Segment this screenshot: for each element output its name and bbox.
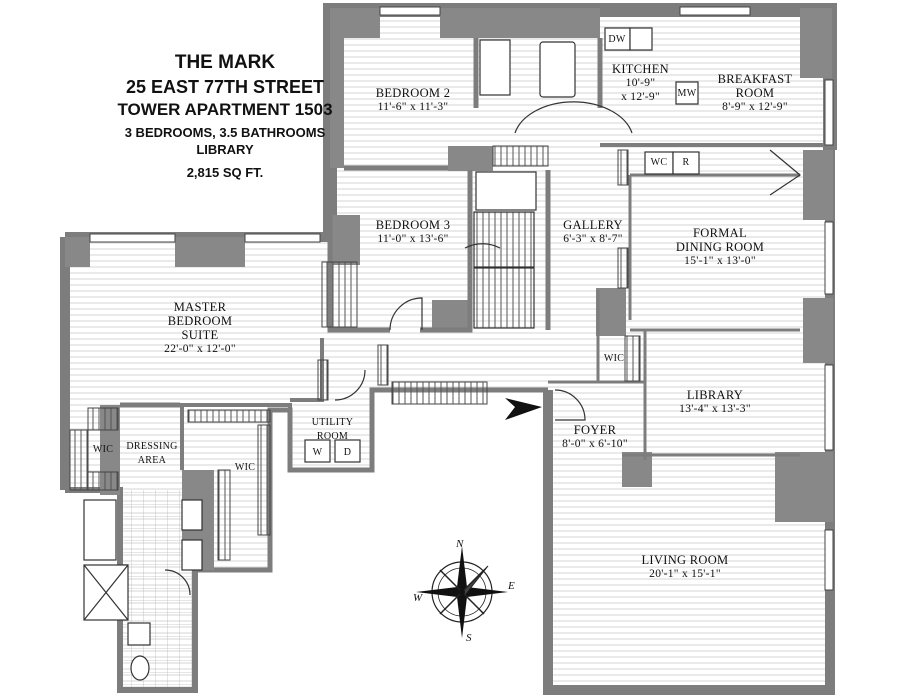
structural-columns [65,8,833,570]
bed-bath-count: 3 BEDROOMS, 3.5 BATHROOMS [124,125,326,140]
compass-east: E [508,580,515,592]
floor-areas [65,10,830,690]
closet-wic-left: WIC [92,444,114,455]
microwave-label: MW [677,88,697,99]
compass-west: W [413,592,423,604]
entry-arrow [505,398,542,420]
closet-wic-master: WIC [234,462,256,473]
building-address: 25 EAST 77TH STREET [125,77,325,97]
doors [164,101,802,596]
dryer-label: D [343,447,352,458]
refrigerator-label: R [682,157,690,168]
building-name: THE MARK [174,52,276,73]
washer-label: W [312,447,323,458]
compass-south: S [466,632,472,644]
dishwasher-label: DW [608,34,626,45]
apartment-number: TOWER APARTMENT 1503 [117,100,333,119]
compass-north: N [456,538,464,550]
wc-label: WC [650,157,668,168]
extra-room: LIBRARY [196,142,254,157]
windows [89,6,834,591]
closet-wic-library: WIC [603,353,625,364]
square-footage: 2,815 SQ FT. [186,165,264,180]
fixtures [83,27,700,681]
compass-rose [416,546,508,638]
interior-walls [120,38,830,470]
closet-shelving [69,145,641,561]
